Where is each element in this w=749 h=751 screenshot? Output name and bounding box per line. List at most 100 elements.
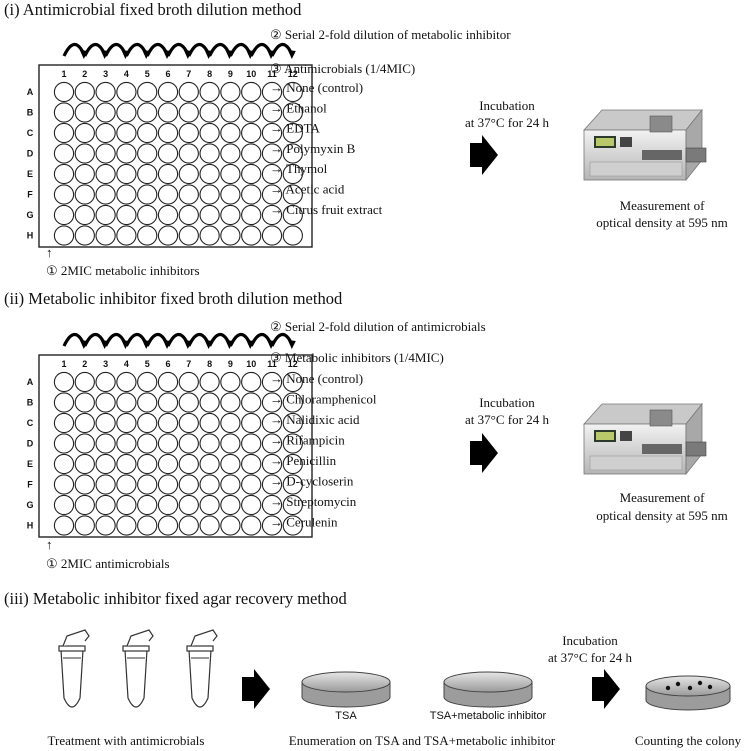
well [157,163,179,185]
well [178,392,199,413]
well [137,371,158,393]
column-number: 6 [165,69,170,79]
column-number: 7 [186,359,191,369]
section-ii-heading: (ii) Metabolic inhibitor fixed broth dil… [4,289,343,308]
well [116,163,137,185]
well [220,494,241,516]
row-treatment-label: → None (control) [270,371,363,386]
section-i-measure-line1: Measurement of [620,198,706,213]
well [178,225,199,246]
well [261,81,283,103]
well [74,225,95,246]
plate-reader-icon [583,403,707,475]
column-number: 12 [288,69,298,79]
well [137,122,158,144]
well [116,474,137,495]
microtube-icon [58,629,90,708]
row-treatment-label: → Citrus fruit extract [270,202,383,217]
row-letter: A [27,377,34,387]
well [199,494,220,516]
column-number: 2 [82,359,87,369]
well [220,412,241,434]
well [74,515,95,536]
well [74,122,95,144]
well [74,371,95,393]
row-treatment-label: → Cerulenin [270,515,338,530]
block-arrow-icon [470,433,498,473]
well [53,453,75,475]
well [220,81,241,103]
well [261,163,283,185]
well [220,453,241,475]
well [157,371,179,393]
well [74,184,95,205]
well [178,433,199,454]
well [74,412,95,434]
petri-dish-icon [645,675,731,711]
well [241,392,262,413]
well [241,204,262,226]
well [74,433,95,454]
row-treatment-label: → EDTA [270,121,320,136]
well [137,412,158,434]
row-treatment-label: → Nalidixic acid [270,412,360,427]
well [116,122,137,144]
well [199,515,220,536]
well [199,184,220,205]
well [53,225,75,246]
well [178,184,199,205]
well [199,453,220,475]
column-number: 7 [186,69,191,79]
well [241,453,262,475]
well [53,494,75,516]
well [157,392,179,413]
microtube-icon [122,629,154,708]
well [157,412,179,434]
column-number: 9 [228,359,233,369]
row-letter: F [27,190,33,200]
section-iii-heading: (iii) Metabolic inhibitor fixed agar rec… [4,589,347,608]
well [282,392,303,413]
well [53,102,75,123]
well [282,453,303,475]
column-number: 1 [61,69,66,79]
row-letter: D [27,439,34,449]
section-ii-start-label: ① 2MIC antimicrobials [46,556,170,571]
well [178,102,199,123]
well [53,474,75,495]
well [95,204,116,226]
well [199,225,220,246]
well [74,163,95,185]
well [282,204,303,226]
well [137,163,158,185]
well [137,102,158,123]
well [261,143,283,164]
well [137,225,158,246]
row-treatment-label: → D-cycloserin [270,474,354,489]
well [261,515,283,536]
curved-arrow-icon [287,50,296,59]
well [95,225,116,246]
well [95,474,116,495]
well [199,474,220,495]
section-ii-measure-line1: Measurement of [620,490,706,505]
well [241,184,262,205]
row-letter: G [26,500,33,510]
well [261,433,283,454]
well [220,122,241,144]
column-number: 8 [207,69,212,79]
section-ii-incubation-line2: at 37°C for 24 h [465,412,549,427]
section-iii-incubation-line1: Incubation [562,633,618,648]
well [137,433,158,454]
well [74,81,95,103]
well [178,204,199,226]
section-ii-measure-line2: optical density at 595 nm [596,508,727,523]
well [178,163,199,185]
well [137,204,158,226]
row-treatment-label: → Rifampicin [270,433,345,448]
row-treatment-label: → None (control) [270,80,363,95]
well [282,371,303,393]
well [157,122,179,144]
